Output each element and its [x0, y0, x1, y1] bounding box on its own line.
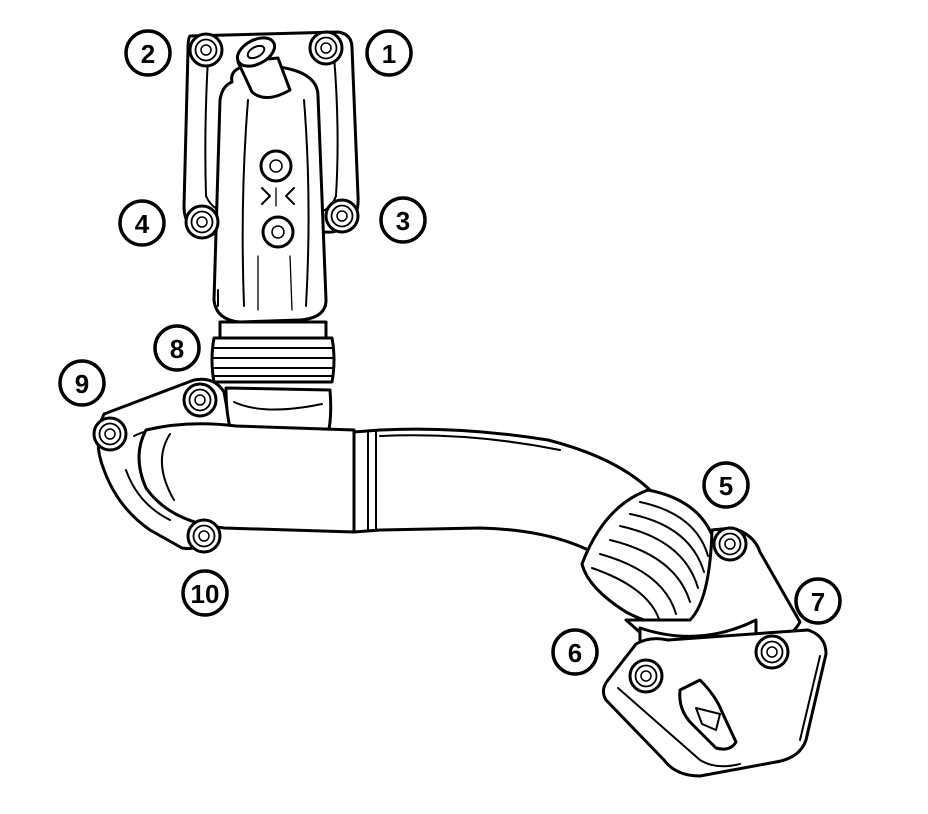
sensor-port-tube [235, 36, 292, 99]
bolt-7 [754, 634, 790, 670]
lower-elbow [137, 386, 356, 534]
bolt-3 [324, 198, 360, 234]
callout-label: 9 [75, 369, 89, 399]
callout-2: 2 [124, 29, 172, 77]
callout-7: 7 [794, 577, 842, 625]
callout-label: 2 [141, 39, 155, 69]
callout-9: 9 [58, 359, 106, 407]
callout-label: 7 [811, 587, 825, 617]
bolt-1 [308, 30, 344, 66]
callout-label: 5 [719, 471, 733, 501]
right-flange [601, 628, 828, 778]
callout-label: 8 [170, 334, 184, 364]
lower-flex-joint [580, 488, 718, 627]
callout-label: 10 [191, 579, 220, 609]
bolt-10 [186, 518, 222, 554]
bolt-9 [92, 416, 128, 452]
callout-label: 3 [396, 206, 410, 236]
callout-label: 6 [568, 638, 582, 668]
callout-1: 1 [365, 29, 413, 77]
callout-label: 4 [135, 209, 150, 239]
callout-6: 6 [551, 628, 599, 676]
bolts [92, 30, 790, 694]
upper-pipe-body [212, 63, 328, 324]
upper-pipe-fittings [259, 149, 295, 249]
callout-10: 10 [181, 569, 229, 617]
bolt-5 [712, 526, 748, 562]
bolt-6 [628, 658, 664, 694]
callout-4: 4 [118, 199, 166, 247]
callout-5: 5 [702, 461, 750, 509]
callouts: 1 2 3 4 5 6 7 8 9 10 [58, 29, 842, 676]
callout-8: 8 [153, 324, 201, 372]
bolt-4 [184, 204, 220, 240]
bolt-2 [188, 32, 224, 68]
bolt-8 [182, 382, 218, 418]
callout-3: 3 [379, 196, 427, 244]
crossover-pipe [352, 427, 654, 562]
callout-label: 1 [382, 39, 396, 69]
upper-flex-joint [210, 320, 336, 384]
